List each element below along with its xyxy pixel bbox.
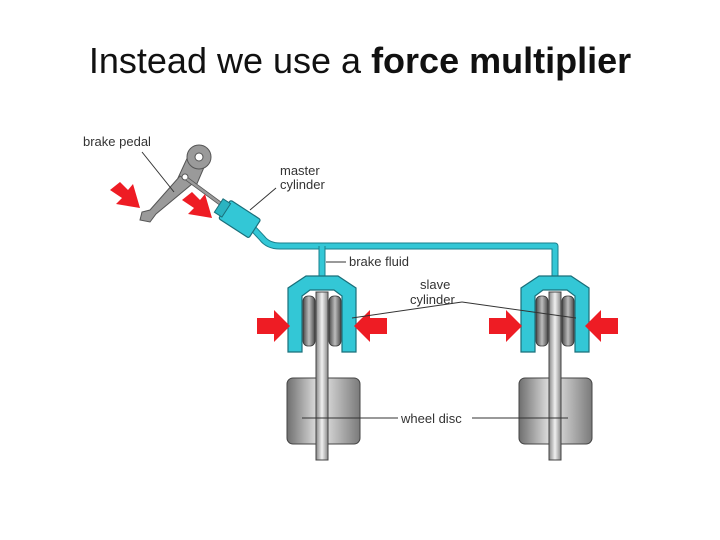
wheel-disc-label: wheel disc <box>400 411 462 426</box>
left-brake-pad-inner <box>328 295 342 347</box>
left-brake-pad-outer <box>302 295 316 347</box>
slide-title: Instead we use a force multiplier <box>0 40 720 82</box>
title-prefix: Instead we use a <box>88 40 372 81</box>
right-brake-pad-outer <box>535 295 549 347</box>
right-wheel-disc <box>548 291 562 461</box>
force-arrows <box>110 182 618 342</box>
left-slave-cylinder <box>287 275 357 353</box>
brake-pedal <box>139 144 227 223</box>
slave-cylinder-label-line1: slave <box>420 277 450 292</box>
master-cylinder-label-line2: cylinder <box>280 177 325 192</box>
slave-cylinder-label-line2: cylinder <box>410 292 455 307</box>
master-cylinder-label-line1: master <box>280 163 320 178</box>
master-force-arrow <box>182 192 212 218</box>
brake-fluid-label: brake fluid <box>349 254 409 269</box>
left-outer-force-arrow <box>257 310 290 342</box>
right-inner-force-arrow <box>585 310 618 342</box>
master-cylinder <box>213 198 261 238</box>
left-wheel-disc <box>315 291 329 461</box>
leader-lines <box>141 151 577 419</box>
right-brake-pad-inner <box>561 295 575 347</box>
brake-fluid-line <box>244 219 559 276</box>
pedal-force-arrow <box>110 182 140 208</box>
brake-pedal-label: brake pedal <box>83 134 151 149</box>
right-slave-cylinder <box>520 275 590 353</box>
left-inner-force-arrow <box>354 310 387 342</box>
right-outer-force-arrow <box>489 310 522 342</box>
title-emphasis: force multiplier <box>371 40 632 81</box>
